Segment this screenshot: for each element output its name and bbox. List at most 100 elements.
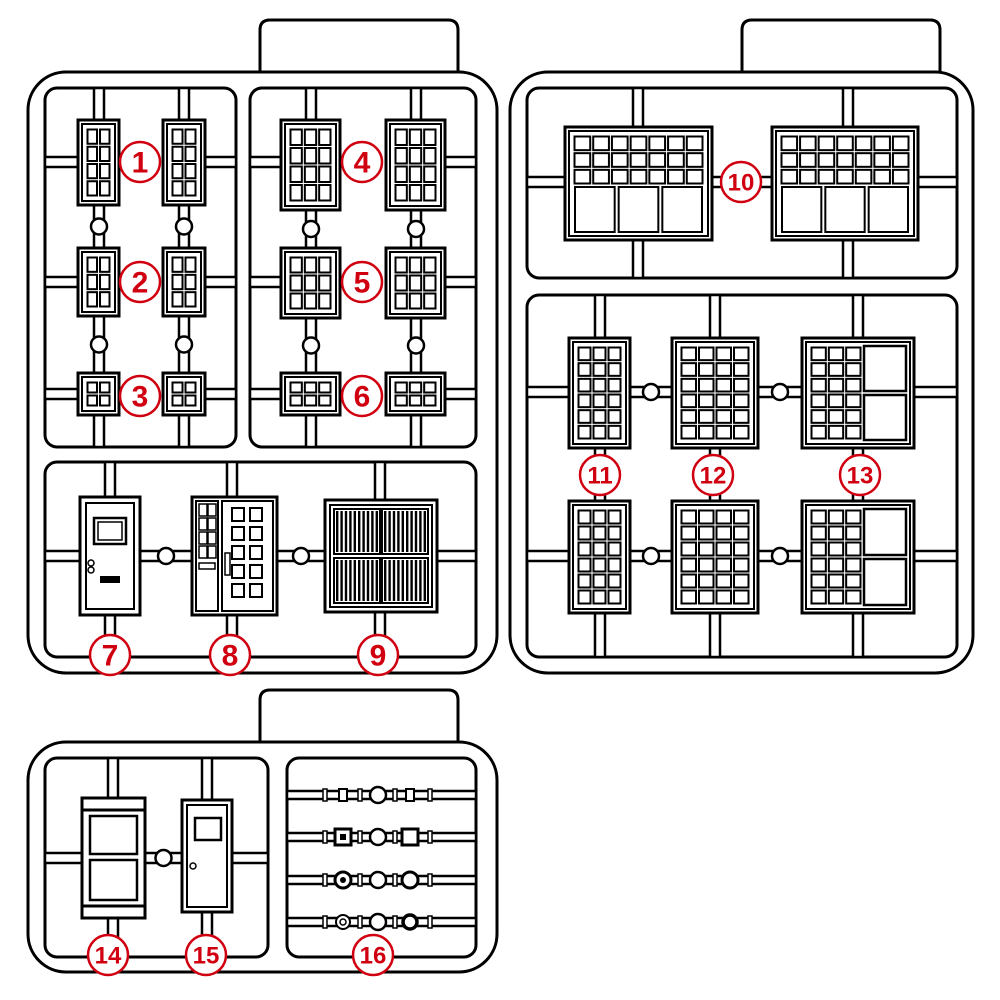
part-label-16: 16 — [351, 933, 395, 977]
window-pane — [733, 377, 750, 393]
window-pane — [577, 377, 592, 393]
part-label-15: 15 — [184, 933, 228, 977]
door-panel — [231, 545, 245, 560]
window-pane — [408, 165, 423, 183]
window-frame — [161, 371, 207, 417]
gate-stem — [248, 155, 283, 169]
sprue-gate — [43, 387, 80, 401]
part-label-11: 11 — [578, 453, 622, 497]
window-pane — [685, 135, 704, 152]
sprue-gate — [373, 460, 387, 502]
gate-stem — [708, 611, 722, 659]
window-inner-frame — [675, 504, 755, 610]
sprue-gate — [406, 316, 426, 375]
part-11-window-bottom — [567, 499, 632, 615]
window-large-pane — [862, 507, 908, 557]
window-pane — [836, 168, 854, 185]
window-frame — [161, 246, 207, 318]
window-pane — [836, 135, 854, 152]
sprue-gate — [304, 86, 318, 122]
gate-stem — [631, 86, 645, 129]
window-pane — [394, 147, 408, 165]
window-pane — [171, 291, 184, 308]
window-pane — [733, 409, 750, 424]
sprue-gate — [525, 175, 567, 189]
window-pane — [99, 394, 111, 407]
window-pane — [854, 135, 873, 152]
svg-text:11: 11 — [587, 463, 612, 490]
window-pane — [698, 525, 715, 541]
sprue-gate — [174, 203, 194, 250]
svg-text:12: 12 — [700, 463, 727, 490]
window-pane — [845, 541, 862, 557]
runner-node — [322, 873, 328, 887]
window-pane — [289, 256, 303, 274]
gate-stem — [443, 155, 478, 169]
window-pane — [715, 362, 732, 377]
window-pane — [680, 541, 697, 557]
runner-node — [357, 915, 363, 929]
window-pane — [99, 273, 111, 291]
louver-slat — [336, 560, 339, 601]
gate-stem — [916, 175, 959, 189]
sidelight-pane — [207, 503, 217, 517]
window-pane — [408, 381, 423, 394]
sprue-gate — [225, 460, 239, 499]
fitting-disc — [401, 913, 419, 931]
louver-slat — [419, 511, 422, 552]
window-large-pane — [661, 186, 703, 233]
window-pane — [88, 814, 139, 856]
runner-node — [427, 873, 433, 887]
sprue-gate — [92, 413, 106, 449]
sprue-runner-outer — [26, 740, 499, 974]
gate-stem — [92, 413, 106, 449]
window-pane — [629, 135, 648, 152]
window-pane — [577, 424, 592, 440]
window-pane — [592, 541, 607, 557]
part-11-window-top — [567, 336, 632, 450]
louver-slat — [406, 560, 409, 601]
sidelight-pane — [207, 517, 217, 531]
sprue-gate — [200, 756, 214, 802]
louver-slat — [401, 511, 404, 552]
gate-stem — [248, 387, 283, 401]
sprue-gate — [525, 549, 571, 563]
gate-stem — [103, 460, 117, 499]
window-pane — [171, 273, 184, 291]
sprue-gate — [851, 293, 865, 340]
gate-ball — [368, 912, 388, 932]
window-frame — [76, 246, 121, 318]
louver-slat — [358, 560, 361, 601]
window-pane — [810, 573, 827, 589]
window-pane — [577, 346, 592, 362]
louver-slat — [388, 511, 391, 552]
runner-node — [392, 915, 398, 929]
sprue-gate — [43, 275, 80, 289]
window-pane — [99, 163, 111, 180]
window-pane — [827, 541, 845, 557]
window-pane — [289, 394, 303, 407]
window-pane — [577, 541, 592, 557]
gate-ball — [641, 546, 661, 566]
window-pane — [86, 273, 98, 291]
window-pane — [845, 509, 862, 525]
window-pane — [610, 152, 629, 168]
sprue-gate — [301, 208, 321, 250]
louver-slat — [397, 511, 400, 552]
window-pane — [592, 409, 607, 424]
window-pane — [573, 168, 592, 185]
window-pane — [845, 362, 862, 377]
gate-stem — [92, 86, 106, 122]
window-pane — [733, 424, 750, 440]
window-pane — [592, 168, 610, 185]
door-knob — [189, 862, 197, 870]
gate-stem — [593, 293, 607, 340]
window-pane — [667, 135, 685, 152]
window-pane — [698, 346, 715, 362]
gate-ball — [89, 217, 109, 236]
window-pane — [680, 525, 697, 541]
gate-ball — [89, 335, 109, 354]
window-large-pane — [862, 344, 908, 393]
window-pane — [810, 393, 827, 409]
